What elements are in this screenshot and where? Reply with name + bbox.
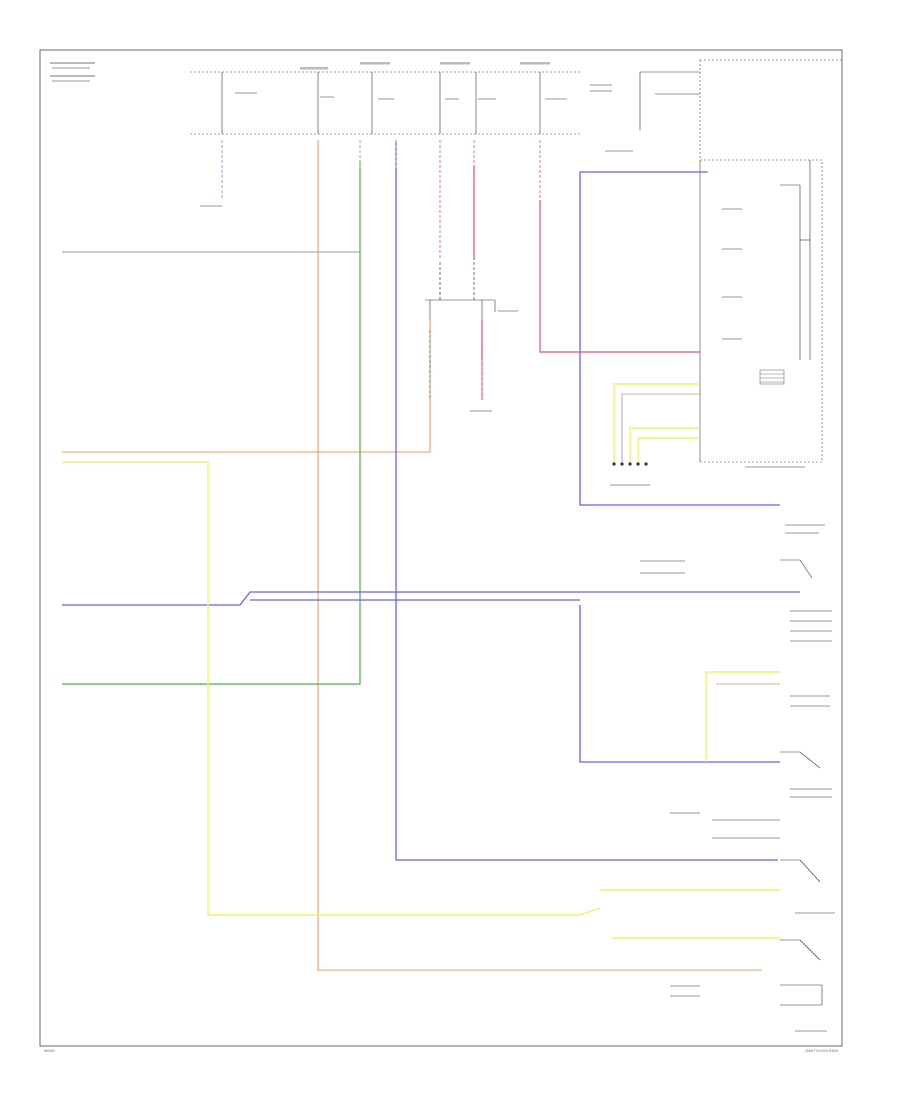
- header-notes: [50, 62, 95, 82]
- footer-right-label: 2008 TOYOTA RAV4: [805, 1049, 838, 1053]
- wire-blue-main: [395, 140, 778, 861]
- instrument-cluster: [699, 159, 823, 468]
- ground-symbols: [200, 205, 650, 486]
- wire-blue-horizontal: [62, 591, 800, 606]
- fuse-row: [221, 72, 567, 134]
- wire-red: [539, 200, 700, 353]
- right-labels: [640, 524, 835, 1032]
- wire-yellow-left: [62, 461, 601, 916]
- wire-yellow-brake: [705, 671, 780, 762]
- footer-left-label: W0/N1: [44, 1049, 55, 1053]
- wire-yellow-cluster: [613, 383, 700, 462]
- junction-mid: [425, 299, 518, 320]
- switch-symbols: [712, 559, 823, 1006]
- wire-orange: [317, 140, 762, 971]
- wire-green: [62, 160, 361, 685]
- top-right-relay: [590, 59, 842, 462]
- connector-dots: [612, 462, 648, 466]
- power-bus-top: [190, 62, 580, 135]
- diagram-frame: [39, 49, 843, 1047]
- wire-blue-cluster: [579, 171, 780, 506]
- wire-blue-lower: [579, 605, 780, 763]
